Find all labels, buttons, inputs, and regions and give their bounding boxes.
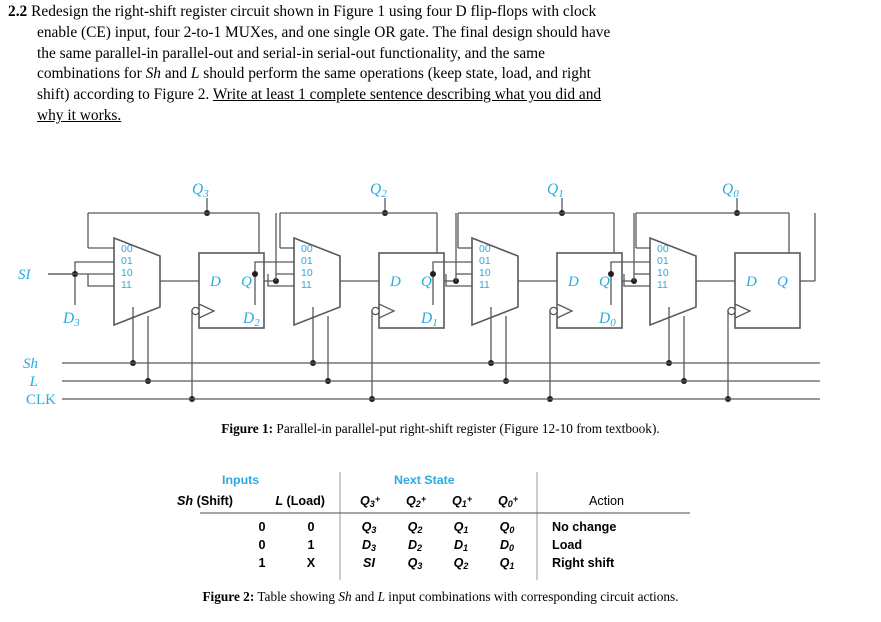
ff3-q-label: Q <box>241 274 252 290</box>
cell-q0: Q0 <box>500 520 515 535</box>
ff2-d-label: D <box>389 274 401 290</box>
table-group-header-inputs: Inputs <box>222 473 259 487</box>
cell-action: Right shift <box>552 556 615 570</box>
cell-sh: 1 <box>258 556 265 570</box>
figure-2-caption-b: and <box>351 589 378 604</box>
question-line-6-underlined: why it works. <box>37 106 122 124</box>
mux0-sel-00: 00 <box>657 243 669 255</box>
cell-q0: Q1 <box>500 556 515 571</box>
serial-in-label: SI <box>18 267 32 283</box>
table-row: 0 0 Q3 Q2 Q1 Q0 No change <box>258 520 616 535</box>
question-sh-italic: Sh <box>145 65 161 83</box>
figure-2-caption-sh: Sh <box>338 589 352 604</box>
data-in-label-d1: D1 <box>420 310 438 329</box>
question-block: 2.2 Redesign the right-shift register ci… <box>8 2 874 127</box>
cell-q2: Q2 <box>408 520 423 535</box>
table-row: 1 X SI Q3 Q2 Q1 Right shift <box>258 556 615 571</box>
stage-1: 00 01 10 11 D Q <box>430 198 637 402</box>
mux1-sel-00: 00 <box>479 243 491 255</box>
question-line-3: the same parallel-in parallel-out and se… <box>37 44 545 62</box>
cell-q1: Q2 <box>454 556 469 571</box>
mux1-sel-01: 01 <box>479 255 491 267</box>
ff0-q-label: Q <box>777 274 788 290</box>
figure-2-table: Inputs Next State Sh (Shift) L (Load) Q3… <box>0 470 881 582</box>
figure-2-caption-bold: Figure 2: <box>202 589 255 604</box>
cell-action: No change <box>552 520 616 534</box>
figure-2-caption: Figure 2: Table showing Sh and L input c… <box>0 588 881 605</box>
question-number: 2.2 <box>8 3 28 20</box>
ff1-d-label: D <box>567 274 579 290</box>
table-group-header-next-state: Next State <box>394 473 455 487</box>
output-label-q0: Q0 <box>722 181 739 200</box>
output-label-q1: Q1 <box>547 181 564 200</box>
cell-q2: Q3 <box>408 556 423 571</box>
mux1-sel-11: 11 <box>479 279 490 291</box>
table-col-header-action: Action <box>589 494 624 508</box>
figure-2-caption-l: L <box>377 589 385 604</box>
question-line-5-underlined: Write at least 1 complete sentence descr… <box>212 86 602 104</box>
question-line-5a: shift) according to Figure 2. <box>37 86 213 104</box>
cell-q1: D1 <box>454 538 468 553</box>
figure-1-caption-rest: Parallel-in parallel-put right-shift reg… <box>273 421 660 436</box>
mux0-sel-10: 10 <box>657 267 669 279</box>
ff0-d-label: D <box>745 274 757 290</box>
table-col-header-sh: Sh (Shift) <box>177 494 233 508</box>
mux2-sel-00: 00 <box>301 243 313 255</box>
mux2-sel-11: 11 <box>301 279 312 291</box>
output-label-q2: Q2 <box>370 181 387 200</box>
question-line-1: Redesign the right-shift register circui… <box>31 3 597 20</box>
mux2-sel-01: 01 <box>301 255 313 267</box>
data-in-label-d0: D0 <box>598 310 616 329</box>
question-l-italic: L <box>190 65 200 83</box>
table-row: 0 1 D3 D2 D1 D0 Load <box>258 538 582 553</box>
table-col-header-q1plus: Q1+ <box>452 494 473 509</box>
mux0-sel-11: 11 <box>657 279 668 291</box>
cell-l: X <box>307 556 316 570</box>
question-line-4a: combinations for <box>37 65 146 83</box>
question-line-4c: should perform the same operations (keep… <box>199 65 591 83</box>
figure-2-caption-c: input combinations with corresponding ci… <box>384 589 679 604</box>
stage-0: 00 01 10 11 D Q <box>608 198 816 402</box>
control-label-l: L <box>29 374 38 390</box>
cell-l: 1 <box>307 538 314 552</box>
mux0-sel-01: 01 <box>657 255 669 267</box>
mux3-sel-00: 00 <box>121 243 133 255</box>
cell-l: 0 <box>307 520 314 534</box>
ff2-q-label: Q <box>421 274 432 290</box>
figure-1-circuit: 00 01 10 11 D Q <box>0 160 881 415</box>
cell-q2: D2 <box>408 538 422 553</box>
mux3-sel-11: 11 <box>121 279 132 291</box>
question-line-4b: and <box>160 65 191 83</box>
table-col-header-q2plus: Q2+ <box>406 494 427 509</box>
cell-q3: SI <box>363 556 375 570</box>
table-col-header-q3plus: Q3+ <box>360 494 381 509</box>
mux1-sel-10: 10 <box>479 267 491 279</box>
mux3-sel-01: 01 <box>121 255 133 267</box>
cell-sh: 0 <box>258 520 265 534</box>
stage-2: 00 01 10 11 D Q <box>252 198 459 402</box>
cell-q1: Q1 <box>454 520 469 535</box>
stage-3: 00 01 10 11 D Q <box>48 198 279 402</box>
control-label-clk: CLK <box>26 392 56 408</box>
output-label-q3: Q3 <box>192 181 209 200</box>
question-line-2: enable (CE) input, four 2-to-1 MUXes, an… <box>37 23 611 41</box>
data-in-label-d3: D3 <box>62 310 80 329</box>
figure-1-caption-bold: Figure 1: <box>221 421 274 436</box>
table-col-header-l: L (Load) <box>275 494 325 508</box>
cell-action: Load <box>552 538 582 552</box>
figure-1-caption: Figure 1: Parallel-in parallel-put right… <box>0 420 881 437</box>
cell-sh: 0 <box>258 538 265 552</box>
cell-q3: Q3 <box>362 520 377 535</box>
mux3-sel-10: 10 <box>121 267 133 279</box>
control-label-sh: Sh <box>23 356 38 372</box>
cell-q3: D3 <box>362 538 376 553</box>
figure-2-caption-a: Table showing <box>254 589 339 604</box>
table-col-header-q0plus: Q0+ <box>498 494 519 509</box>
ff1-q-label: Q <box>599 274 610 290</box>
mux2-sel-10: 10 <box>301 267 313 279</box>
ff3-d-label: D <box>209 274 221 290</box>
cell-q0: D0 <box>500 538 514 553</box>
data-in-label-d2: D2 <box>242 310 260 329</box>
